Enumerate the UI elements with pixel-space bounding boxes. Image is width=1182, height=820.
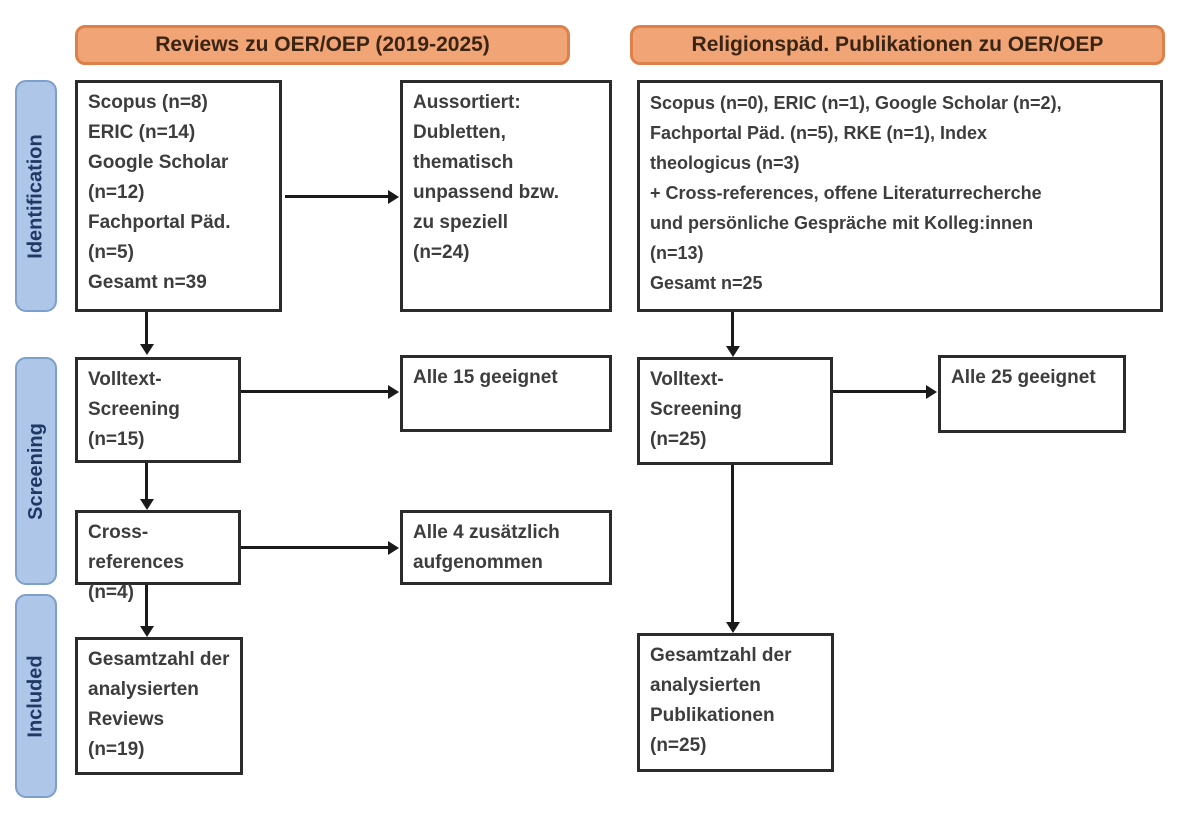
box-right-fulltext-screening: Volltext- Screening (n=25) (637, 357, 833, 465)
box-left-crossreferences: Cross-references (n=4) (75, 510, 241, 603)
arrow-left-sources-to-fulltext (139, 312, 154, 355)
column-header-religionspaed: Religionspäd. Publikationen zu OER/OEP (630, 25, 1165, 65)
stage-label-included: Included (15, 594, 57, 798)
stage-label-identification-text: Identification (24, 133, 47, 259)
box-left-crossreferences-result: Alle 4 zusätzlich aufgenommen (400, 510, 612, 585)
arrow-left-crossref-to-result (241, 540, 399, 555)
box-left-fulltext-result: Alle 15 geeignet (400, 355, 612, 432)
box-left-sources: Scopus (n=8) ERIC (n=14) Google Scholar … (75, 80, 282, 312)
arrow-right-fulltext-to-included (725, 465, 740, 633)
box-right-sources: Scopus (n=0), ERIC (n=1), Google Scholar… (637, 80, 1163, 312)
arrow-right-sources-to-fulltext (725, 312, 740, 357)
stage-label-identification: Identification (15, 80, 57, 312)
stage-label-screening: Screening (15, 357, 57, 585)
column-header-reviews: Reviews zu OER/OEP (2019-2025) (75, 25, 570, 65)
box-right-fulltext-result: Alle 25 geeignet (938, 355, 1126, 433)
box-left-included-total: Gesamtzahl der analysierten Reviews (n=1… (75, 637, 243, 775)
stage-label-screening-text: Screening (24, 422, 47, 520)
stage-label-included-text: Included (24, 654, 47, 738)
arrow-left-crossref-to-included (139, 585, 154, 637)
box-left-fulltext-screening: Volltext- Screening (n=15) (75, 357, 241, 463)
arrow-left-fulltext-to-result (241, 384, 399, 399)
arrow-right-fulltext-to-result (833, 384, 937, 399)
box-right-included-total: Gesamtzahl der analysierten Publikatione… (637, 633, 834, 772)
arrow-left-fulltext-to-crossref (139, 463, 154, 510)
arrow-left-sources-to-excluded (285, 189, 399, 204)
box-left-excluded: Aussortiert: Dubletten, thematisch unpas… (400, 80, 612, 312)
